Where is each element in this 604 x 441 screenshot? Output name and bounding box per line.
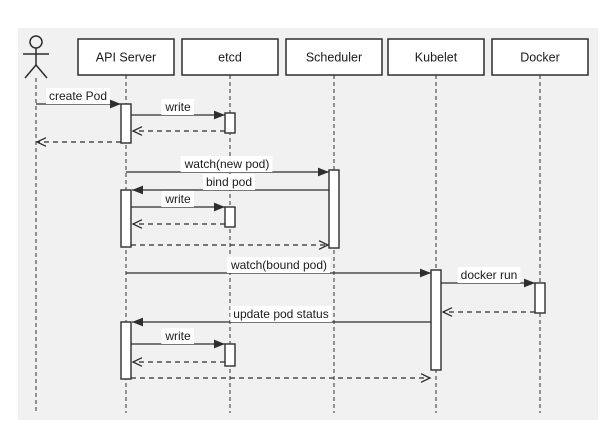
message-bind-pod: bind pod <box>132 174 329 195</box>
message-create-pod: create Pod <box>36 88 121 109</box>
participant-box-etcd <box>181 38 279 76</box>
diagram-canvas <box>18 28 598 420</box>
message-label: create Pod <box>49 89 107 103</box>
message-label: watch(bound pod) <box>230 258 327 272</box>
activation-bar-api <box>120 189 132 248</box>
participant-etcd: etcd <box>181 38 279 413</box>
actor-head <box>29 35 43 49</box>
message-label: write <box>164 329 191 343</box>
participant-box-docker <box>491 38 589 76</box>
activation-bar-docker <box>534 282 546 314</box>
open-arrowhead-icon <box>35 137 47 147</box>
participant-box-scheduler <box>285 38 383 76</box>
activation-bar-etcd <box>224 343 236 367</box>
open-arrowhead-icon <box>420 373 432 383</box>
message-watch-bound-pod-: watch(bound pod) <box>126 257 431 278</box>
message-docker-run: docker run <box>441 267 535 288</box>
activation-bar-api <box>120 321 132 380</box>
activation-bar-etcd <box>224 206 236 228</box>
activation-bar-api <box>120 103 132 144</box>
open-arrowhead-icon <box>131 126 143 136</box>
participant-label-api: API Server <box>96 51 156 65</box>
return-message <box>441 307 535 317</box>
message-write: write <box>131 328 225 349</box>
activation-bar-etcd <box>224 112 236 134</box>
message-label: write <box>164 192 191 206</box>
activation-bar-kubelet <box>430 269 442 371</box>
message-label: docker run <box>461 268 518 282</box>
return-message <box>131 219 225 229</box>
message-write: write <box>131 191 225 212</box>
open-arrowhead-icon <box>441 307 453 317</box>
filled-arrowhead-icon <box>214 110 225 120</box>
message-label-background <box>161 191 194 207</box>
filled-arrowhead-icon <box>420 268 431 278</box>
participant-label-scheduler: Scheduler <box>306 51 362 65</box>
message-update-pod-status: update pod status <box>132 306 431 327</box>
return-message <box>35 137 121 147</box>
return-message <box>131 357 225 367</box>
participant-box-kubelet <box>387 38 485 76</box>
participant-user <box>23 35 49 413</box>
actor-leg-right <box>35 64 48 79</box>
filled-arrowhead-icon <box>214 202 225 212</box>
open-arrowhead-icon <box>318 240 330 250</box>
message-label-background <box>161 328 194 344</box>
open-arrowhead-icon <box>131 219 143 229</box>
message-label: write <box>164 100 191 114</box>
activation-bar-scheduler <box>328 169 340 249</box>
return-message <box>131 126 225 136</box>
return-message <box>131 373 432 383</box>
participant-label-docker: Docker <box>520 51 560 65</box>
message-watch-new-pod-: watch(new pod) <box>126 156 329 177</box>
participant-kubelet: Kubelet <box>387 38 485 413</box>
message-label-background <box>226 257 331 273</box>
participant-label-kubelet: Kubelet <box>415 51 458 65</box>
message-label-background <box>202 174 256 190</box>
filled-arrowhead-icon <box>524 278 535 288</box>
participant-docker: Docker <box>491 38 589 413</box>
participant-box-api <box>77 38 175 76</box>
open-arrowhead-icon <box>131 357 143 367</box>
message-label: update pod status <box>233 307 328 321</box>
message-label-background <box>457 267 521 283</box>
message-label: watch(new pod) <box>184 157 270 171</box>
return-message <box>131 240 330 250</box>
participant-label-etcd: etcd <box>218 51 242 65</box>
actor-icon <box>23 35 49 79</box>
filled-arrowhead-icon <box>318 167 329 177</box>
actor-leg-left <box>24 64 37 79</box>
message-write: write <box>131 99 225 120</box>
filled-arrowhead-icon <box>110 99 121 109</box>
message-label-background <box>180 156 273 172</box>
filled-arrowhead-icon <box>132 185 143 195</box>
message-label-background <box>230 306 332 322</box>
filled-arrowhead-icon <box>214 339 225 349</box>
message-label: bind pod <box>206 175 252 189</box>
message-label-background <box>161 99 194 115</box>
filled-arrowhead-icon <box>132 317 143 327</box>
message-label-background <box>45 88 111 104</box>
